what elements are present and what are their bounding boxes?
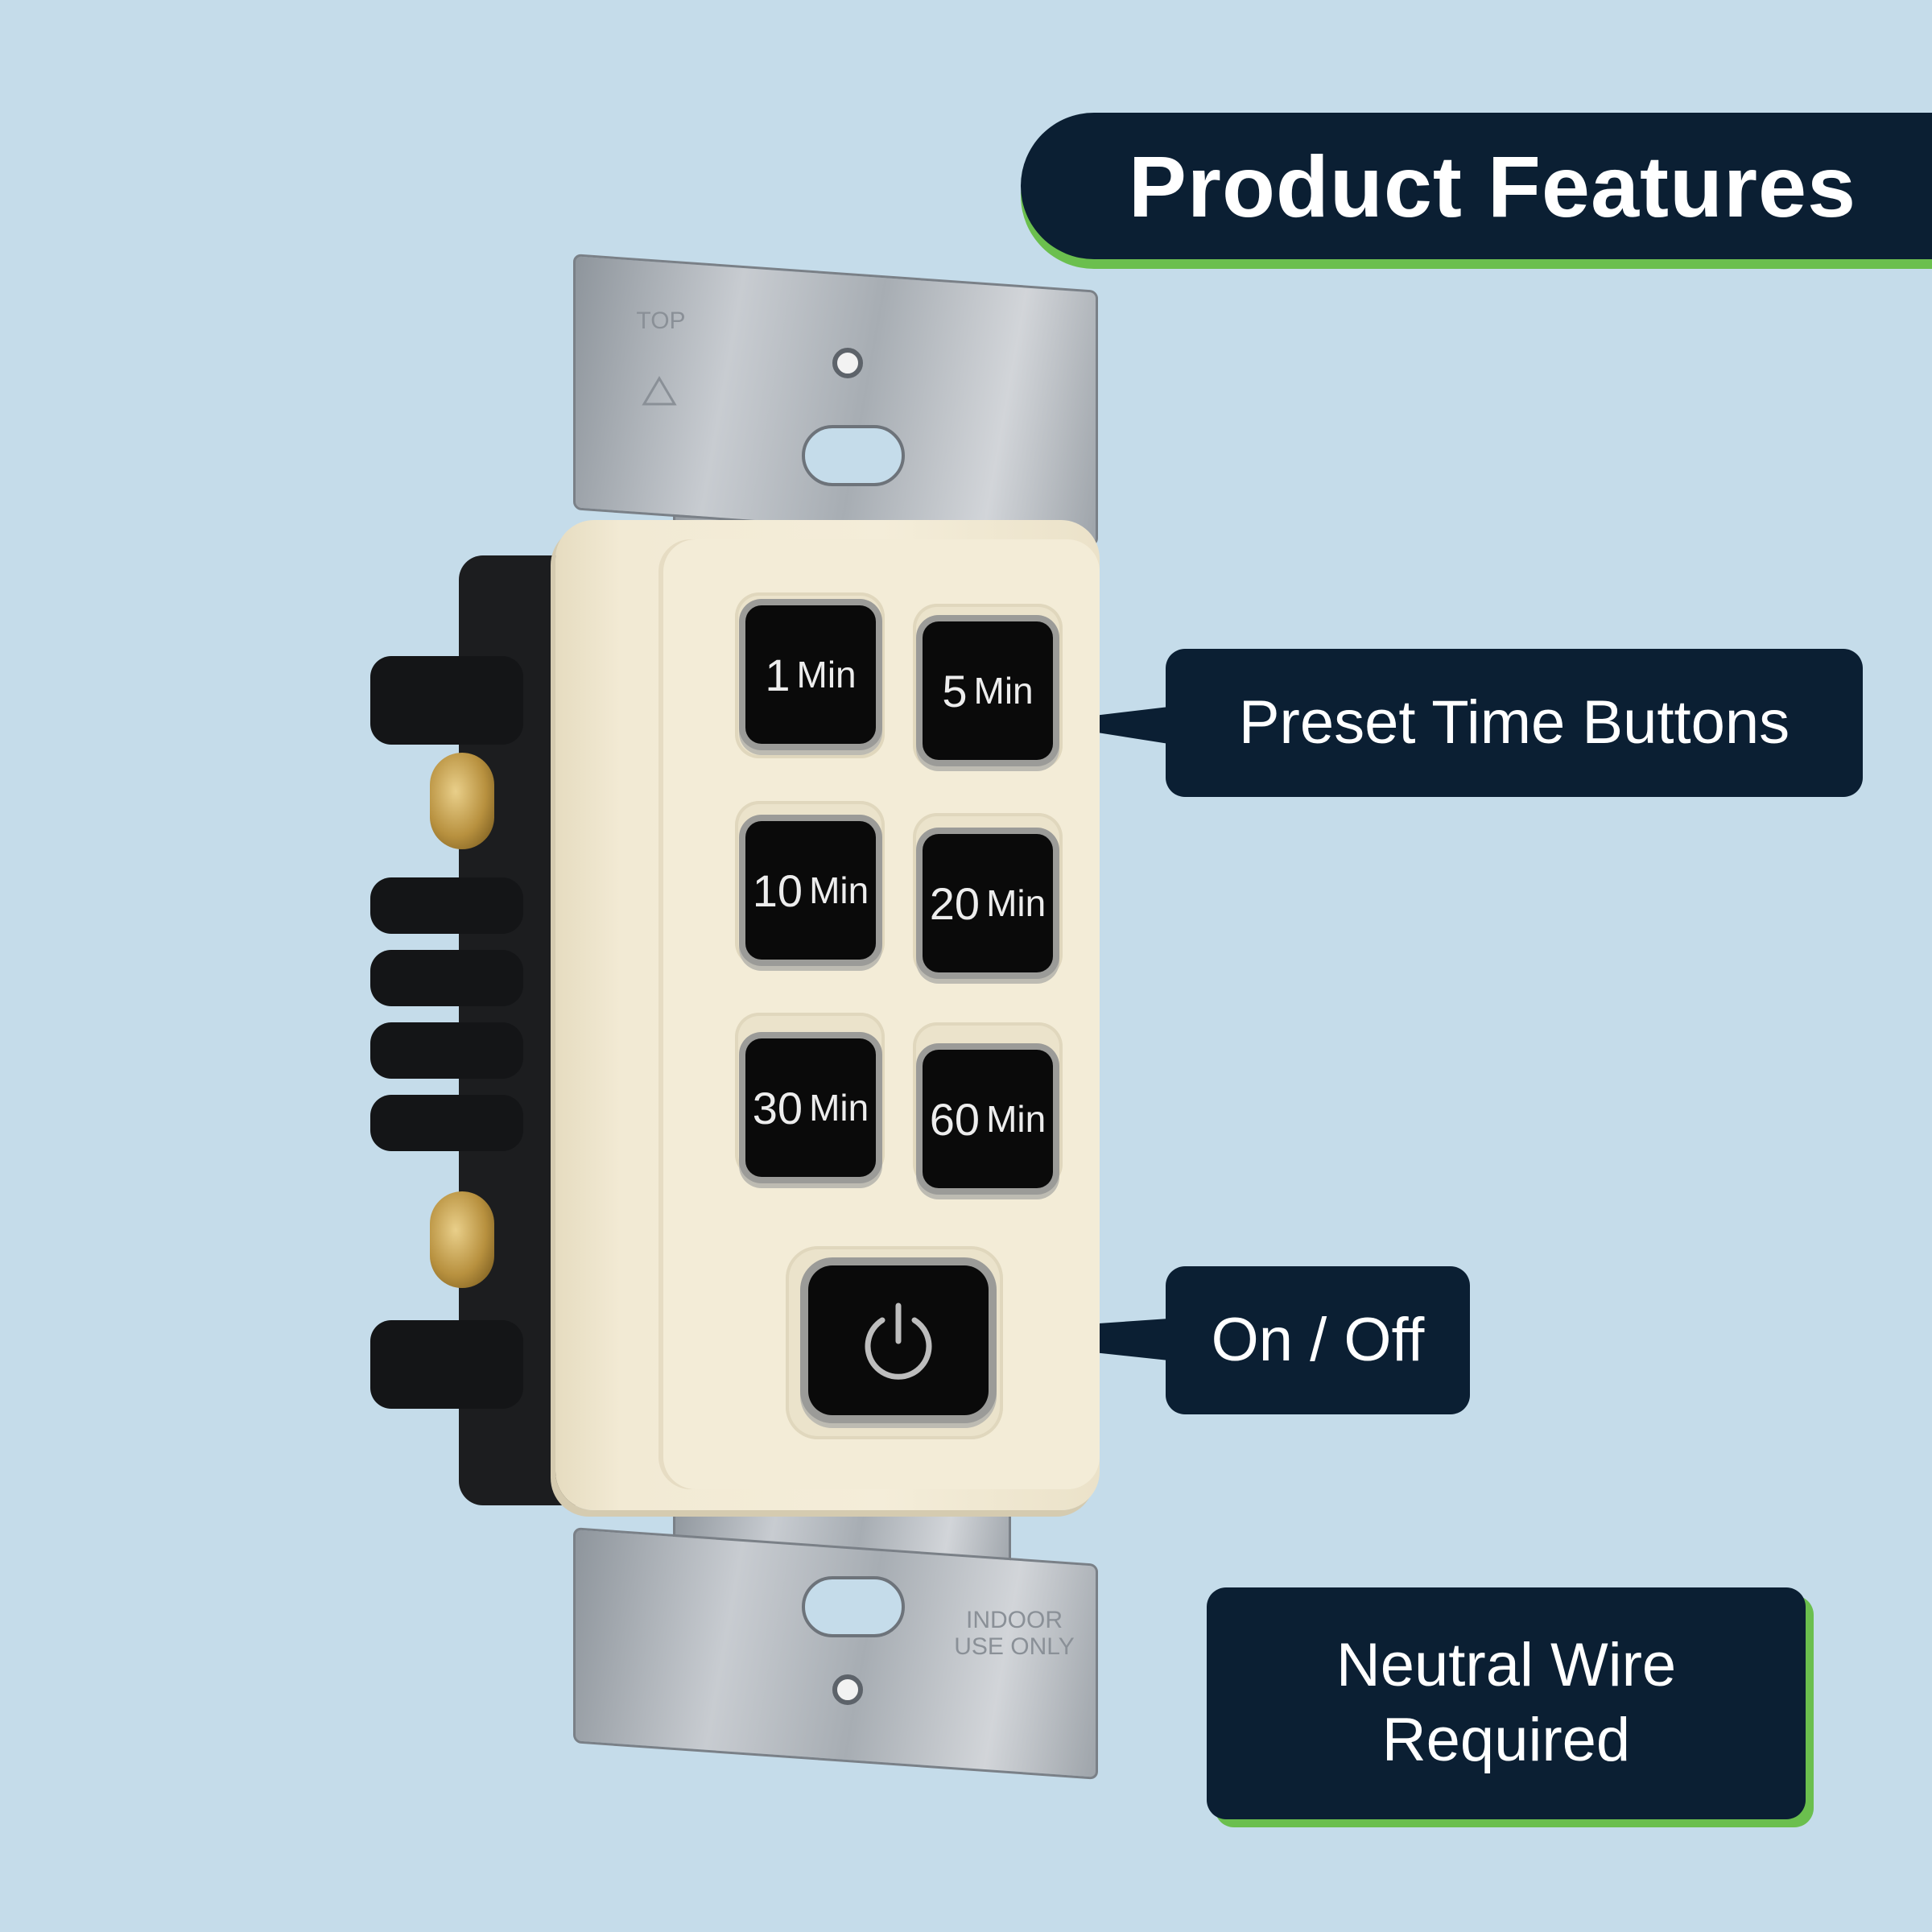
on-off-button[interactable] (808, 1265, 989, 1415)
terminal-screw (430, 753, 494, 849)
screw-hole (832, 1674, 863, 1705)
mounting-slot (802, 425, 905, 486)
screw-hole (832, 348, 863, 378)
housing-fin (370, 1095, 523, 1151)
housing-fin (370, 1320, 523, 1409)
preset-leader (1046, 707, 1169, 744)
housing-fin (370, 656, 523, 745)
product-features-title: Product Features (1021, 113, 1932, 259)
on-off-callout: On / Off (1166, 1266, 1470, 1414)
power-icon (865, 1302, 932, 1380)
housing-fin (370, 877, 523, 934)
triangle-up-icon (642, 376, 677, 406)
plate-top-label: TOP (636, 308, 686, 334)
preset-time-buttons-callout: Preset Time Buttons (1166, 649, 1863, 797)
terminal-screw (430, 1191, 494, 1288)
mounting-slot (802, 1576, 905, 1637)
housing-fin (370, 950, 523, 1006)
housing-fin (370, 1022, 523, 1079)
neutral-wire-callout: Neutral Wire Required (1207, 1587, 1806, 1819)
plate-bottom-label: INDOOR USE ONLY (954, 1607, 1075, 1660)
